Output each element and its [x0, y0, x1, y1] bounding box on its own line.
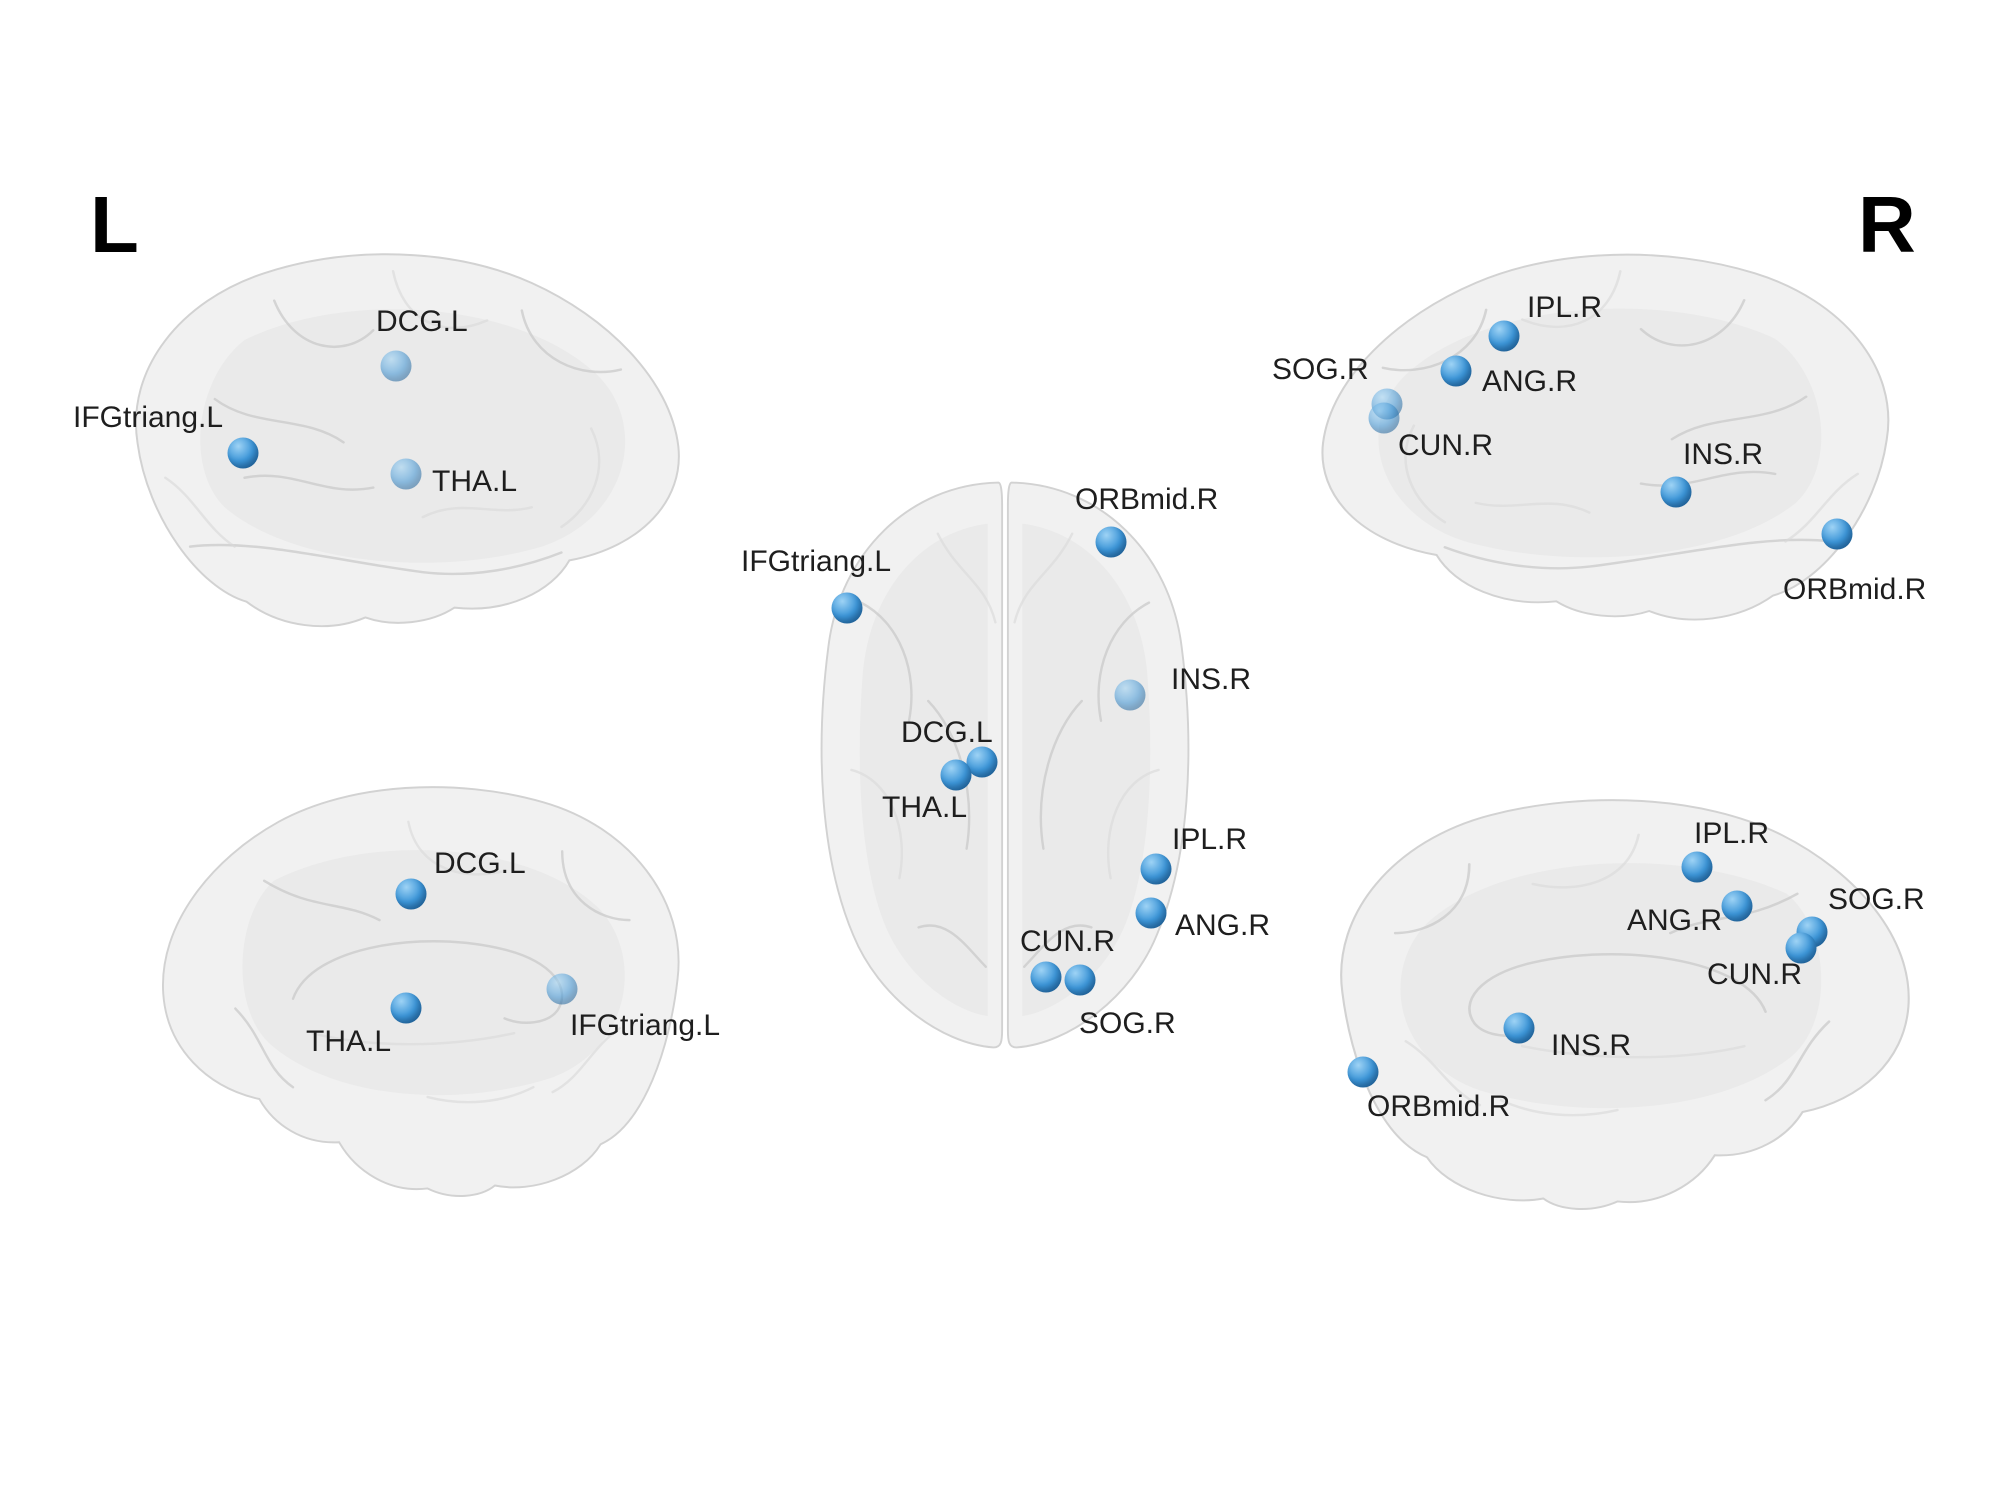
node-label-axial-sog-r: SOG.R — [1079, 1007, 1176, 1040]
node-marker-left-medial-dcg-l — [395, 878, 427, 910]
brain-right-lateral-view — [1321, 253, 1890, 621]
node-marker-axial-ang-r — [1135, 897, 1167, 929]
node-label-right-lateral-ang-r: ANG.R — [1482, 365, 1578, 398]
node-marker-left-medial-ifgtriang-l — [546, 973, 578, 1005]
node-label-axial-ins-r: INS.R — [1171, 663, 1252, 696]
node-marker-axial-sog-r — [1064, 964, 1096, 996]
left-hemisphere-label: L — [90, 180, 139, 269]
node-label-right-medial-ins-r: INS.R — [1551, 1029, 1632, 1062]
node-marker-axial-tha-l — [940, 759, 972, 791]
node-label-right-lateral-cun-r: CUN.R — [1398, 429, 1493, 462]
node-label-right-lateral-ipl-r: IPL.R — [1527, 291, 1603, 324]
node-marker-right-lateral-cun-r — [1368, 402, 1400, 434]
node-label-axial-ipl-r: IPL.R — [1172, 823, 1248, 856]
node-label-axial-cun-r: CUN.R — [1020, 925, 1115, 958]
node-marker-left-lateral-dcg-l — [380, 350, 412, 382]
node-label-right-medial-ang-r: ANG.R — [1627, 904, 1723, 937]
node-label-axial-tha-l: THA.L — [882, 791, 968, 824]
node-label-axial-orbmid-r: ORBmid.R — [1075, 483, 1219, 516]
node-marker-left-medial-tha-l — [390, 992, 422, 1024]
node-label-right-medial-sog-r: SOG.R — [1828, 883, 1925, 916]
node-marker-axial-cun-r — [1030, 961, 1062, 993]
node-marker-right-medial-ang-r — [1721, 890, 1753, 922]
node-marker-right-medial-ins-r — [1503, 1012, 1535, 1044]
node-marker-axial-ins-r — [1114, 679, 1146, 711]
node-label-right-lateral-sog-r: SOG.R — [1272, 353, 1369, 386]
brain-right-medial-view — [1340, 799, 1910, 1210]
node-label-left-lateral-dcg-l: DCG.L — [376, 305, 468, 338]
node-label-right-lateral-orbmid-r: ORBmid.R — [1783, 573, 1927, 606]
node-marker-right-medial-cun-r — [1785, 932, 1817, 964]
node-label-right-lateral-ins-r: INS.R — [1683, 438, 1764, 471]
node-marker-axial-ipl-r — [1140, 853, 1172, 885]
node-label-right-medial-orbmid-r: ORBmid.R — [1367, 1090, 1511, 1123]
node-marker-left-lateral-ifgtriang-l — [227, 437, 259, 469]
node-label-left-lateral-tha-l: THA.L — [432, 465, 518, 498]
node-marker-right-lateral-ipl-r — [1488, 320, 1520, 352]
node-marker-right-lateral-orbmid-r — [1821, 518, 1853, 550]
node-marker-left-lateral-tha-l — [390, 458, 422, 490]
right-hemisphere-label: R — [1858, 180, 1916, 269]
node-marker-right-medial-ipl-r — [1681, 851, 1713, 883]
node-marker-right-lateral-ins-r — [1660, 476, 1692, 508]
node-label-left-medial-dcg-l: DCG.L — [434, 847, 526, 880]
node-label-right-medial-ipl-r: IPL.R — [1694, 817, 1770, 850]
node-marker-axial-dcg-l — [966, 746, 998, 778]
node-marker-right-lateral-ang-r — [1440, 355, 1472, 387]
node-marker-axial-orbmid-r — [1095, 526, 1127, 558]
node-marker-right-medial-orbmid-r — [1347, 1056, 1379, 1088]
node-label-axial-ang-r: ANG.R — [1175, 909, 1271, 942]
node-label-axial-ifgtriang-l: IFGtriang.L — [741, 545, 892, 578]
node-label-axial-dcg-l: DCG.L — [901, 716, 993, 749]
node-label-left-medial-tha-l: THA.L — [306, 1025, 392, 1058]
brain-left-medial-view — [162, 786, 680, 1197]
node-label-left-medial-ifgtriang-l: IFGtriang.L — [570, 1009, 721, 1042]
node-label-right-medial-cun-r: CUN.R — [1707, 958, 1802, 991]
node-marker-axial-ifgtriang-l — [831, 592, 863, 624]
brain-left-lateral-view — [135, 253, 680, 628]
node-label-left-lateral-ifgtriang-l: IFGtriang.L — [73, 401, 224, 434]
